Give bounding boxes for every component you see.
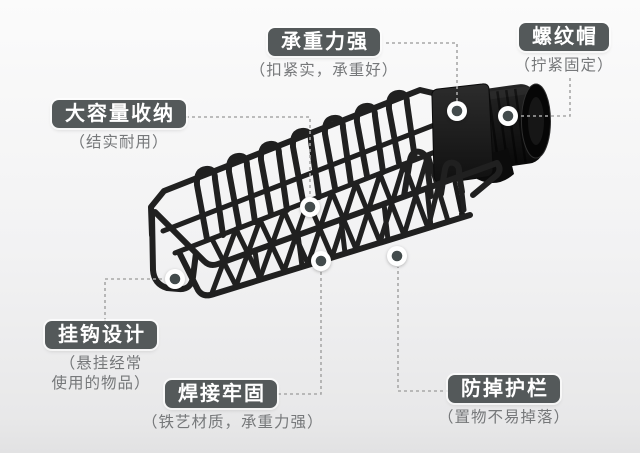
feature-badge: 防掉护栏: [448, 375, 560, 403]
feature-subtitle: 使用的物品）: [51, 374, 151, 393]
feature-subtitle: （结实耐用）: [69, 133, 169, 151]
leader-anti-drop-rail: [397, 267, 455, 392]
feature-subtitle: （扣紧实，承重好）: [249, 61, 399, 79]
feature-subtitle: （置物不易掉落）: [437, 408, 570, 426]
feature-point-large-capacity: [300, 197, 320, 217]
clamp-assembly: [431, 83, 551, 217]
feature-label-threaded-cap: 螺纹帽 （拧紧固定）: [504, 23, 624, 75]
feature-label-welded-firm: 焊接牢固 （铁艺材质，承重力强）: [142, 380, 324, 432]
feature-badge: 焊接牢固: [165, 380, 277, 408]
feature-point-hook-design: [165, 269, 185, 289]
bottom-lattice-zigzag-2: [209, 152, 451, 296]
bottom-front-rail-wire: [177, 212, 473, 299]
right-support-loop-wire: [438, 159, 465, 197]
feature-badge: 螺纹帽: [519, 23, 609, 51]
feature-point-welded-firm: [311, 251, 331, 271]
right-support-loop-wire: [401, 148, 434, 199]
feature-subtitle: （铁艺材质，承重力强）: [142, 413, 324, 431]
feature-subtitle: （悬挂经常: [59, 354, 143, 372]
feature-label-anti-drop-rail: 防掉护栏 （置物不易掉落）: [436, 375, 572, 427]
leader-large-capacity: [180, 116, 311, 197]
leader-load-bearing: [386, 42, 458, 101]
cap-end-face-inner: [528, 97, 544, 145]
leader-hook-design: [104, 278, 164, 321]
feature-markers: [165, 101, 518, 289]
right-end-rail-wire: [470, 160, 503, 198]
feature-badge: 挂钩设计: [45, 321, 157, 349]
feature-subtitle: （拧紧固定）: [514, 56, 614, 74]
front-vertical-wires: [252, 173, 467, 282]
leader-welded-firm: [266, 272, 322, 395]
leader-threaded-cap: [520, 78, 571, 117]
feature-label-hook-design: 挂钩设计 （悬挂经常 使用的物品）: [36, 321, 166, 393]
feature-point-load-bearing: [447, 101, 467, 121]
feature-badge: 大容量收纳: [52, 100, 186, 128]
feature-point-threaded-cap: [498, 106, 518, 126]
feature-point-anti-drop-rail: [387, 246, 407, 266]
clamp-screw-rod: [452, 180, 464, 214]
leader-lines: [104, 42, 571, 395]
feature-label-load-bearing: 承重力强 （扣紧实，承重好）: [246, 28, 402, 80]
feature-label-large-capacity: 大容量收纳 （结实耐用）: [46, 100, 192, 152]
front-top-rail-wire: [152, 160, 500, 268]
feature-badge: 承重力强: [268, 28, 380, 56]
